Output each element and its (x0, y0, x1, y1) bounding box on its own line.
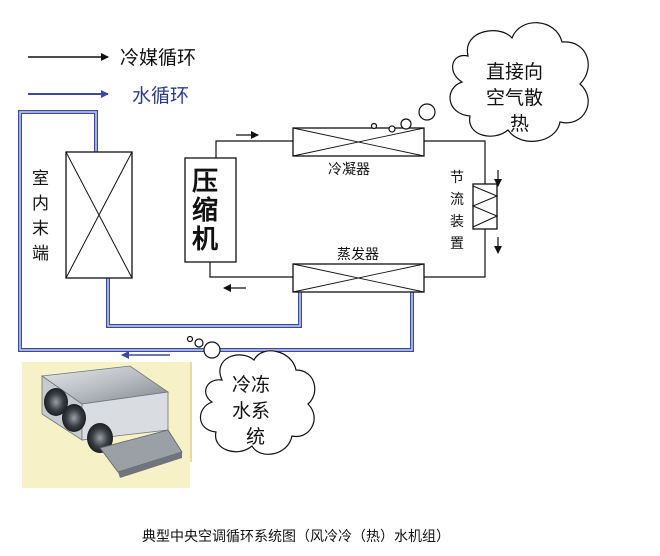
indoor-unit (65, 151, 133, 279)
refrigerant-legend-label: 冷媒循环 (120, 47, 196, 69)
heat-rejection-line: 直接向 (486, 61, 543, 83)
throttle-label: 节 流 装 置 (450, 170, 464, 252)
chilled-water-label: 冷冻 水系 统 (232, 374, 270, 448)
indoor-unit-char: 末 (32, 219, 49, 239)
chilled-water-line: 统 (246, 426, 265, 448)
compressor-char: 缩 (192, 195, 218, 226)
diagram-caption: 典型中央空调循环系统图（风冷冷（热）水机组） (142, 529, 450, 545)
fan-coil-unit-photo (22, 362, 192, 488)
throttle-device (471, 183, 499, 230)
heat-rejection-line: 热 (510, 113, 529, 135)
throttle-char: 流 (450, 192, 464, 208)
throttle-char: 节 (450, 170, 464, 186)
heat-rejection-cloud (370, 22, 589, 142)
refrigerant-loop (209, 131, 502, 292)
heat-rejection-label: 直接向 空气散 热 (486, 61, 543, 135)
compressor: 压 缩 机 (184, 157, 237, 263)
heat-rejection-line: 空气散 (486, 87, 543, 109)
evaporator-label: 蒸发器 (337, 247, 379, 263)
condenser: 冷凝器 (292, 127, 425, 178)
chilled-water-cloud (186, 335, 316, 455)
indoor-unit-label: 室 内 末 端 (32, 169, 49, 264)
throttle-char: 装 (450, 214, 464, 230)
indoor-unit-char: 室 (32, 169, 49, 189)
compressor-char: 压 (192, 167, 218, 197)
indoor-unit-char: 内 (32, 194, 49, 214)
evaporator: 蒸发器 (292, 247, 425, 293)
legend: 冷媒循环 水循环 (28, 47, 196, 107)
condenser-label: 冷凝器 (328, 162, 370, 178)
water-legend-label: 水循环 (132, 85, 189, 107)
water-loop (18, 110, 414, 359)
throttle-char: 置 (450, 236, 464, 252)
chilled-water-line: 水系 (232, 400, 270, 422)
chilled-water-line: 冷冻 (232, 374, 270, 396)
compressor-char: 机 (192, 225, 218, 255)
indoor-unit-char: 端 (32, 244, 49, 264)
